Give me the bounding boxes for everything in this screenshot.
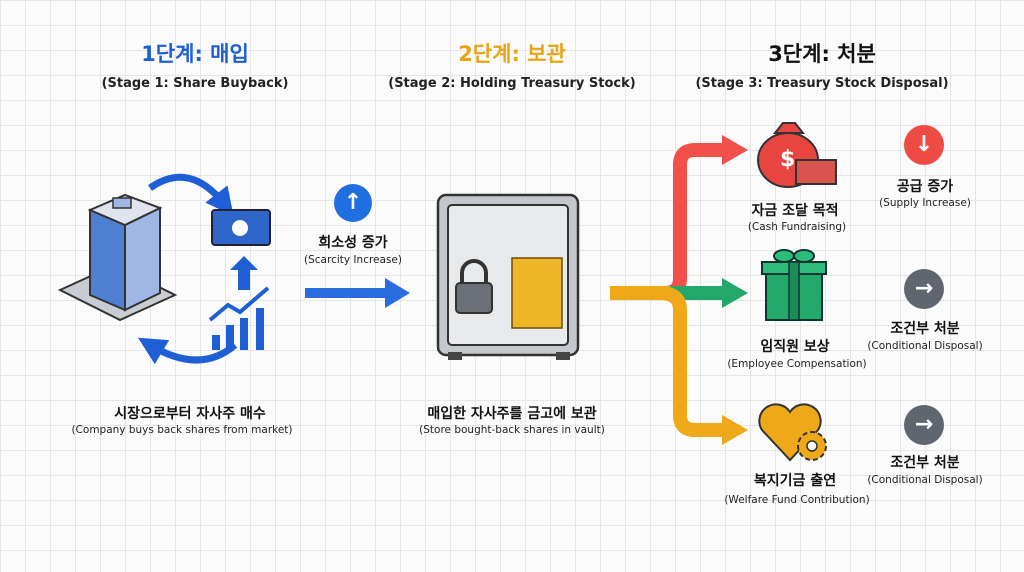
stage1-subtitle: (Stage 1: Share Buyback) <box>101 76 289 91</box>
disposal-cash-label: 자금 조달 목적 <box>751 203 839 219</box>
effect-conditional-label-en: (Conditional Disposal) <box>867 340 983 352</box>
effect-supply-label-en: (Supply Increase) <box>879 197 971 209</box>
heart-gear-icon <box>758 403 827 462</box>
growth-chart-icon <box>208 286 270 350</box>
arrow-right-icon: → <box>904 405 944 445</box>
disposal-welfare-label: 복지기금 출연 <box>753 473 837 489</box>
effect-supply-label: 공급 증가 <box>896 179 954 195</box>
effect-conditional-label-2-en: (Conditional Disposal) <box>867 474 983 486</box>
stage1-desc-en: (Company buys back shares from market) <box>71 424 293 436</box>
effect-conditional-label: 조건부 처분 <box>890 321 960 337</box>
safe-vault-icon <box>436 193 580 360</box>
disposal-welfare-label-en: (Welfare Fund Contribution) <box>724 494 870 506</box>
stage3-subtitle: (Stage 3: Treasury Stock Disposal) <box>695 76 949 91</box>
cycle-arrow-top <box>147 173 234 217</box>
stage3-title: 3단계: 처분 <box>768 42 876 66</box>
stage2-subtitle: (Stage 2: Holding Treasury Stock) <box>388 76 636 91</box>
arrow-up-icon <box>230 256 258 290</box>
branch-arrows <box>610 135 748 445</box>
stage2-title: 2단계: 보관 <box>458 42 566 66</box>
stage1-desc: 시장으로부터 자사주 매수 <box>114 406 266 422</box>
arrow-up-icon: ↑ <box>334 184 372 222</box>
stage2-desc-en: (Store bought-back shares in vault) <box>419 424 605 436</box>
scarcity-label-en: (Scarcity Increase) <box>304 254 402 266</box>
office-building-icon <box>57 193 178 322</box>
disposal-employee-label-en: (Employee Compensation) <box>727 358 867 370</box>
gift-box-icon <box>761 249 827 321</box>
money-bag-icon: $ <box>757 122 837 188</box>
stage1-title: 1단계: 매입 <box>141 42 249 66</box>
stage2-desc: 매입한 자사주를 금고에 보관 <box>427 406 597 422</box>
disposal-employee-label: 임직원 보상 <box>760 339 830 355</box>
svg-text:$: $ <box>780 147 795 172</box>
effect-conditional-label-2: 조건부 처분 <box>890 455 960 471</box>
arrow-right-icon: → <box>904 269 944 309</box>
cycle-arrow-bottom <box>137 337 238 365</box>
cash-icon <box>211 209 271 246</box>
scarcity-label: 희소성 증가 <box>318 235 388 251</box>
stage1-to-stage2-arrow <box>305 278 410 308</box>
disposal-cash-label-en: (Cash Fundraising) <box>747 221 847 233</box>
arrow-down-icon: ↓ <box>904 125 944 165</box>
